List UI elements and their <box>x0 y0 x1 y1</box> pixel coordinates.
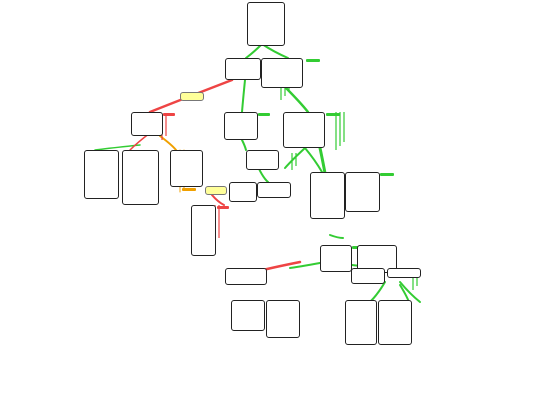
objection-3a[interactable] <box>231 300 265 331</box>
objection-3b[interactable] <box>266 300 300 338</box>
connector-o2-o2b <box>211 194 225 206</box>
support-tag-2a3 <box>380 173 394 176</box>
label-argument-a <box>180 92 204 101</box>
claim-support-3a[interactable] <box>351 268 385 284</box>
support-tag-2 <box>306 59 320 62</box>
support-tag-2a <box>326 113 340 116</box>
connector-s1a-s1a1 <box>241 139 247 151</box>
objection-1[interactable] <box>131 112 163 136</box>
claim-support-1a1[interactable] <box>246 150 279 170</box>
claim-support-2a1[interactable] <box>257 182 291 198</box>
connector-s2a-s2a2 <box>304 147 323 173</box>
label-argument-b <box>205 186 227 195</box>
connector-s2a3-s2b <box>329 234 344 239</box>
connector-s2-s2a <box>283 85 310 114</box>
neutral-tag-1c <box>182 188 196 191</box>
claim-support-2a3[interactable] <box>345 172 380 212</box>
claim-support-1a[interactable] <box>224 112 258 140</box>
claim-support-3b[interactable] <box>387 268 421 278</box>
objection-tag-1 <box>163 113 175 116</box>
claim-support-2[interactable] <box>261 58 303 88</box>
claim-support-1[interactable] <box>225 58 261 80</box>
objection-tag-2 <box>217 206 229 209</box>
connector-s2a-s2a1 <box>284 147 306 169</box>
support-tag-1a <box>258 113 270 116</box>
objection-1a[interactable] <box>84 150 119 199</box>
connector-root-s2 <box>261 43 289 59</box>
objection-3[interactable] <box>225 268 267 285</box>
objection-1b[interactable] <box>122 150 159 205</box>
connector-root-s1 <box>245 43 263 59</box>
claim-support-3d[interactable] <box>378 300 412 345</box>
connector-s1-s1a <box>241 79 246 113</box>
objection-1c[interactable] <box>170 150 203 187</box>
connector-s3-s3d <box>399 281 421 303</box>
claim-support-2a[interactable] <box>283 112 325 148</box>
connector-s3-s3c <box>369 281 386 303</box>
objection-2a[interactable] <box>191 205 216 256</box>
claim-support-3[interactable] <box>320 245 352 272</box>
claim-support-3c[interactable] <box>345 300 377 345</box>
claim-support-1a2[interactable] <box>229 182 257 202</box>
root-claim[interactable] <box>247 2 285 46</box>
claim-support-2a2[interactable] <box>310 172 345 219</box>
